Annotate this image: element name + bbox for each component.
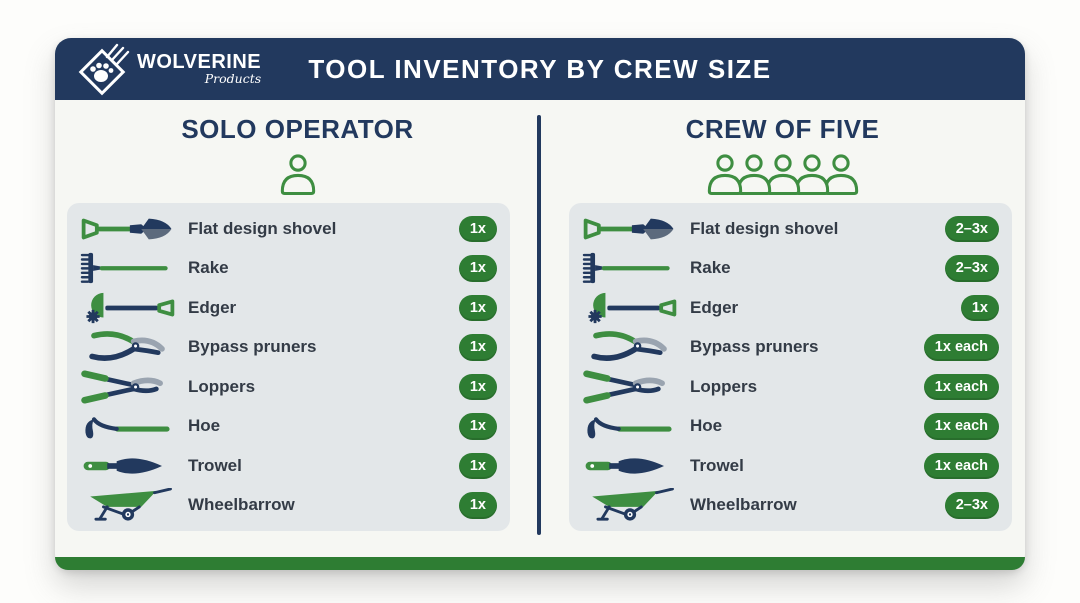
brand-name: WOLVERINE [137, 51, 262, 74]
column-title: CREW OF FIVE [685, 114, 880, 144]
quantity-badge: 1x [458, 452, 497, 479]
quantity-badge: 1x [458, 215, 497, 242]
tool-name: Hoe [690, 416, 723, 436]
tool-name: Loppers [188, 376, 256, 396]
table-row: Trowel 1x [80, 446, 497, 486]
table-row: Flat design shovel 2–3x [582, 209, 999, 249]
column-divider [537, 115, 541, 535]
brand-logo: WOLVERINE Products [73, 40, 261, 98]
tool-name: Flat design shovel [188, 218, 337, 238]
brand-product-line: Products [204, 71, 262, 87]
quantity-badge: 1x [458, 294, 497, 321]
table-row: Edger 1x [80, 288, 497, 328]
table-row: Hoe 1x [80, 407, 497, 447]
quantity-badge: 2–3x [944, 255, 999, 282]
quantity-badge: 1x each [923, 334, 999, 361]
tool-name: Edger [690, 297, 739, 317]
tool-list-panel: Flat design shovel 1x Rake 1x Edger 1x [67, 203, 510, 531]
tool-name: Wheelbarrow [690, 495, 797, 515]
table-row: Loppers 1x [80, 367, 497, 407]
table-row: Bypass pruners 1x [80, 328, 497, 368]
table-row: Edger 1x [582, 288, 999, 328]
footer-accent-bar [55, 557, 1025, 570]
table-row: Rake 1x [80, 249, 497, 289]
inventory-card: WOLVERINE Products TOOL INVENTORY BY CRE… [55, 38, 1025, 570]
rake-icon [582, 251, 686, 285]
tool-name: Trowel [188, 455, 242, 475]
quantity-badge: 1x [458, 255, 497, 282]
solo-crew-icons [55, 147, 540, 195]
table-row: Loppers 1x each [582, 367, 999, 407]
shovel-icon [80, 212, 184, 246]
table-row: Wheelbarrow 1x [80, 486, 497, 526]
column-solo-operator: SOLO OPERATOR Flat design shovel 1x Rake… [55, 100, 540, 557]
tool-name: Edger [188, 297, 237, 317]
quantity-badge: 1x each [923, 373, 999, 400]
tool-name: Rake [188, 258, 229, 278]
table-row: Wheelbarrow 2–3x [582, 486, 999, 526]
trowel-icon [582, 449, 686, 483]
header-bar: WOLVERINE Products TOOL INVENTORY BY CRE… [55, 38, 1025, 100]
hoe-icon [80, 409, 184, 443]
shovel-icon [582, 212, 686, 246]
trowel-icon [80, 449, 184, 483]
tool-name: Trowel [690, 455, 744, 475]
wheelbarrow-icon [80, 488, 184, 523]
tool-name: Rake [690, 258, 731, 278]
rake-icon [80, 251, 184, 285]
quantity-badge: 1x [458, 413, 497, 440]
quantity-badge: 1x each [923, 452, 999, 479]
person-icon [280, 154, 315, 195]
tool-list-panel: Flat design shovel 2–3x Rake 2–3x Edger … [569, 203, 1012, 531]
tool-name: Wheelbarrow [188, 495, 295, 515]
table-row: Bypass pruners 1x each [582, 328, 999, 368]
table-row: Rake 2–3x [582, 249, 999, 289]
tool-name: Bypass pruners [188, 337, 317, 357]
loppers-icon [80, 370, 184, 404]
quantity-badge: 1x each [923, 413, 999, 440]
quantity-badge: 1x [960, 294, 999, 321]
table-row: Flat design shovel 1x [80, 209, 497, 249]
person-icon [707, 154, 742, 195]
quantity-badge: 1x [458, 334, 497, 361]
content-area: SOLO OPERATOR Flat design shovel 1x Rake… [55, 100, 1025, 557]
pruners-icon [582, 330, 686, 364]
pruners-icon [80, 330, 184, 364]
quantity-badge: 2–3x [944, 215, 999, 242]
tool-name: Flat design shovel [690, 218, 839, 238]
table-row: Hoe 1x each [582, 407, 999, 447]
wheelbarrow-icon [582, 488, 686, 523]
column-crew-of-five: CREW OF FIVE Flat design shovel 2–3x [540, 100, 1025, 557]
table-row: Trowel 1x each [582, 446, 999, 486]
brand-logo-text: WOLVERINE Products [137, 52, 261, 86]
edger-icon [582, 290, 686, 325]
quantity-badge: 1x [458, 492, 497, 519]
loppers-icon [582, 370, 686, 404]
column-title: SOLO OPERATOR [181, 114, 414, 144]
hoe-icon [582, 409, 686, 443]
edger-icon [80, 290, 184, 325]
tool-name: Bypass pruners [690, 337, 819, 357]
crew-of-five-icons [540, 147, 1025, 195]
page-title: TOOL INVENTORY BY CREW SIZE [308, 53, 772, 84]
quantity-badge: 1x [458, 373, 497, 400]
tool-name: Hoe [188, 416, 221, 436]
wolverine-paw-logo-icon [78, 43, 130, 96]
quantity-badge: 2–3x [944, 492, 999, 519]
tool-name: Loppers [690, 376, 758, 396]
